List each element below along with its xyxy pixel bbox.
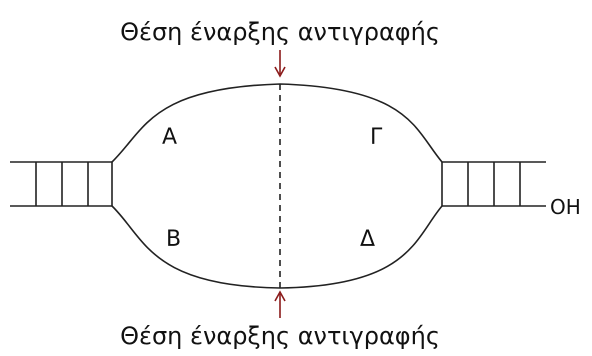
oh-end-label: OH: [550, 195, 581, 219]
top-origin-caption: Θέση έναρξης αντιγραφής: [120, 18, 440, 46]
top-arrow: [274, 50, 286, 78]
replication-bubble: [111, 83, 443, 289]
strand-label-a: Α: [162, 125, 177, 150]
strand-label-c: Γ: [370, 125, 383, 150]
strand-label-d: Δ: [360, 227, 375, 252]
strand-label-b: Β: [166, 227, 181, 252]
bubble-upper-strand: [111, 83, 443, 163]
bottom-arrow: [274, 290, 286, 318]
bottom-origin-caption: Θέση έναρξης αντιγραφής: [120, 322, 440, 350]
left-duplex: [10, 161, 113, 207]
right-duplex: [441, 161, 546, 207]
bubble-lower-strand: [111, 205, 443, 289]
